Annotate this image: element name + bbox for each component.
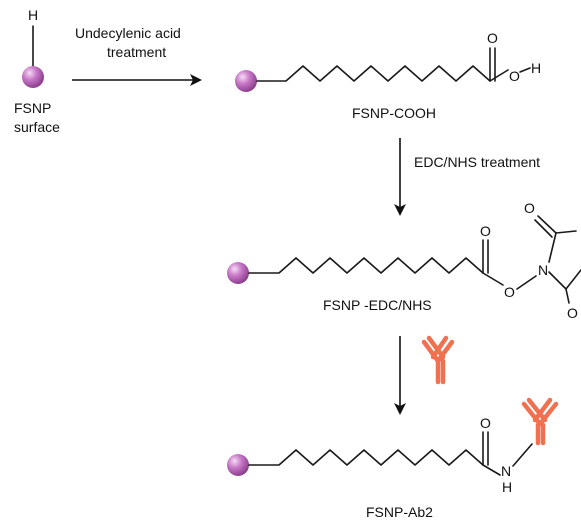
fsnp-sphere-icon	[227, 262, 249, 284]
step1-arrow-group: Undecylenic acid treatment	[72, 25, 202, 86]
start-label-line1: FSNP	[14, 100, 51, 116]
imide-carbonyl-bond	[534, 219, 553, 238]
hydroxyl-bond	[489, 69, 509, 82]
fsnp-edc-nhs-structure: O O N O O FSNP -EDC/NHS	[227, 200, 581, 321]
ring-bond	[555, 230, 577, 234]
fsnp-sphere-icon	[227, 454, 249, 476]
imide-top-oxygen-atom: O	[524, 200, 535, 216]
antibody-icon	[421, 335, 455, 385]
carbonyl-oxygen-atom: O	[487, 30, 498, 46]
hydroxyl-hydrogen-atom: H	[531, 60, 541, 76]
step1-reagent-line1: Undecylenic acid	[75, 25, 181, 41]
amide-oxygen-atom: O	[480, 415, 491, 431]
step2-arrow-group: EDC/NHS treatment	[394, 138, 540, 216]
step3-arrow-group	[394, 335, 455, 415]
fsnp-ab2-structure: O N H FSNP-Ab2	[227, 397, 559, 520]
ring-bond	[548, 232, 557, 263]
start-label-line2: surface	[14, 119, 60, 135]
surface-hydrogen-atom: H	[28, 7, 38, 23]
product2-label: FSNP -EDC/NHS	[323, 297, 432, 313]
ester-oxygen-atom: O	[504, 284, 515, 300]
alkyl-chain	[248, 449, 484, 466]
antibody-icon	[521, 397, 559, 446]
fsnp-cooh-structure: O O H FSNP-COOH	[235, 30, 541, 121]
fsnp-sphere-icon	[235, 70, 257, 92]
product1-label: FSNP-COOH	[352, 105, 436, 121]
ring-bond	[565, 269, 581, 290]
product3-label: FSNP-Ab2	[366, 504, 433, 520]
o-n-bond	[516, 275, 537, 290]
imide-bottom-oxygen-atom: O	[567, 305, 578, 321]
ester-carbonyl-oxygen-atom: O	[480, 223, 491, 239]
n-antibody-bond	[512, 443, 533, 467]
fsnp-surface-structure: H FSNP surface	[14, 7, 60, 135]
step2-reagent: EDC/NHS treatment	[414, 154, 540, 170]
ring-bond	[548, 271, 567, 290]
fsnp-sphere-icon	[22, 66, 44, 88]
amide-nitrogen-atom: N	[501, 463, 511, 479]
step1-reagent-line2: treatment	[107, 44, 166, 60]
succinimide-nitrogen-atom: N	[538, 262, 548, 278]
imide-carbonyl-bond	[565, 288, 570, 304]
hydroxyl-oxygen-atom: O	[509, 68, 520, 84]
imide-carbonyl-bond	[537, 215, 557, 234]
alkyl-chain	[248, 257, 484, 274]
amide-bond	[482, 464, 501, 476]
alkyl-chain	[256, 65, 491, 82]
oh-bond	[519, 67, 531, 73]
ester-bond	[482, 272, 504, 286]
amide-hydrogen-atom: H	[502, 479, 512, 495]
